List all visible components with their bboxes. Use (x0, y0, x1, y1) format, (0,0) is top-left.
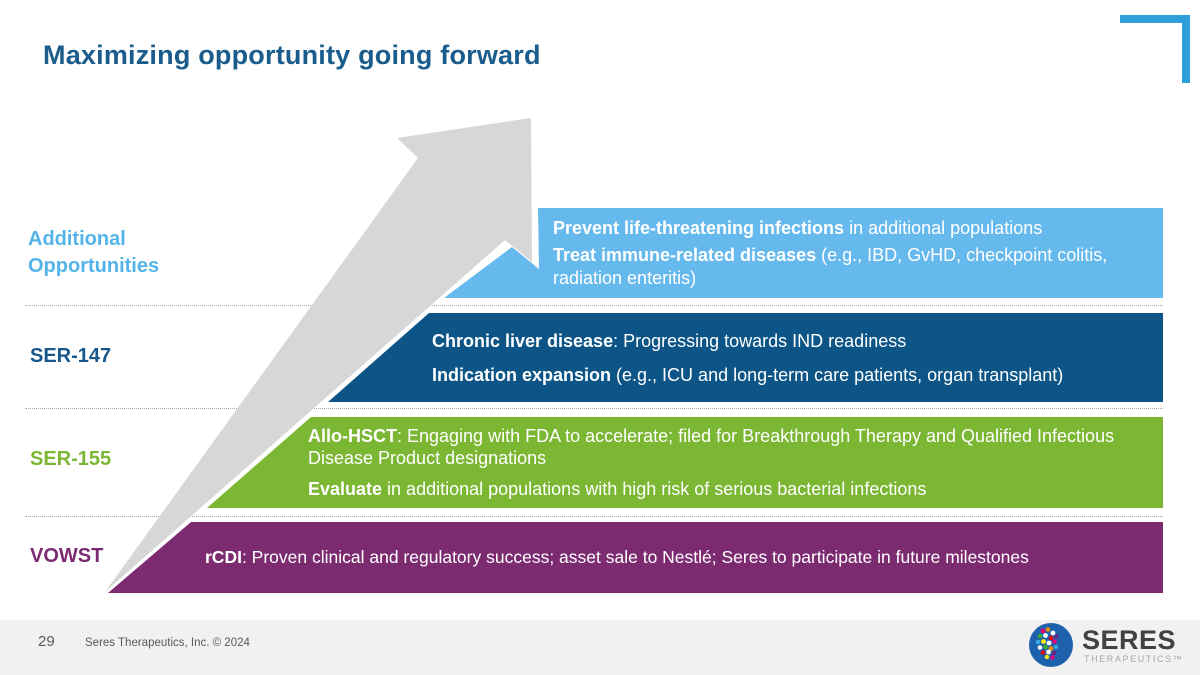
row-separator (25, 305, 1163, 306)
seres-logo: SERES THERAPEUTICS™ (1028, 621, 1188, 674)
band-text-line: Indication expansion (e.g., ICU and long… (432, 365, 1064, 386)
band-text-line: Allo-HSCT: Engaging with FDA to accelera… (308, 426, 1115, 469)
seres-logo-icon (1029, 623, 1073, 667)
band-text-line: rCDI: Proven clinical and regulatory suc… (205, 546, 1029, 567)
page-number: 29 (38, 633, 55, 650)
row-label-vowst: VOWST (30, 545, 104, 567)
band-additional-opportunities: Prevent life-threatening infections in a… (444, 208, 1163, 298)
band-text-line: Evaluate in additional populations with … (308, 478, 927, 499)
footer: 29 Seres Therapeutics, Inc. © 2024 (0, 620, 1200, 675)
row-separator (25, 516, 1163, 517)
copyright-text: Seres Therapeutics, Inc. © 2024 (85, 637, 250, 649)
seres-logo-wordmark: SERES (1082, 625, 1177, 655)
band-ser-155: Allo-HSCT: Engaging with FDA to accelera… (207, 417, 1163, 508)
seres-logo-subtext: THERAPEUTICS™ (1084, 654, 1184, 664)
band-text-line: Treat immune-related diseases (e.g., IBD… (553, 245, 1108, 288)
page-title: Maximizing opportunity going forward (43, 40, 541, 70)
band-vowst: rCDI: Proven clinical and regulatory suc… (108, 522, 1163, 593)
band-text-line: Chronic liver disease: Progressing towar… (432, 331, 907, 351)
row-label-additional-opportunities: Additional Opportunities (28, 228, 160, 277)
band-text-line: Prevent life-threatening infections in a… (553, 218, 1043, 238)
row-label-ser-155: SER-155 (30, 448, 112, 470)
row-label-ser-147: SER-147 (30, 345, 112, 367)
corner-bracket-decoration (1120, 15, 1190, 83)
row-separator (25, 408, 1163, 409)
band-ser-147: Chronic liver disease: Progressing towar… (328, 313, 1163, 402)
